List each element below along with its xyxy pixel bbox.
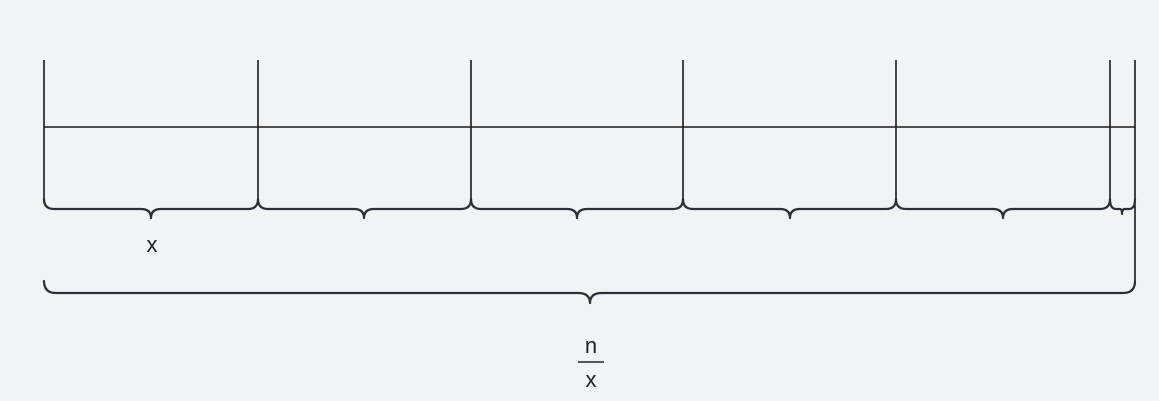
segment-label: x — [147, 232, 158, 257]
divider-group — [43, 60, 1136, 285]
total-fraction: n x — [578, 333, 604, 392]
segment-brace — [42, 197, 260, 220]
segment-brace — [469, 197, 685, 220]
segment-brace — [256, 197, 473, 220]
total-brace — [42, 279, 1137, 305]
remainder-brace — [1108, 197, 1137, 216]
segment-brace — [894, 197, 1112, 220]
segment-braces — [42, 197, 1137, 220]
segment-brace — [681, 197, 898, 220]
fraction-numerator: n — [585, 333, 597, 358]
fraction-denominator: x — [586, 367, 597, 392]
